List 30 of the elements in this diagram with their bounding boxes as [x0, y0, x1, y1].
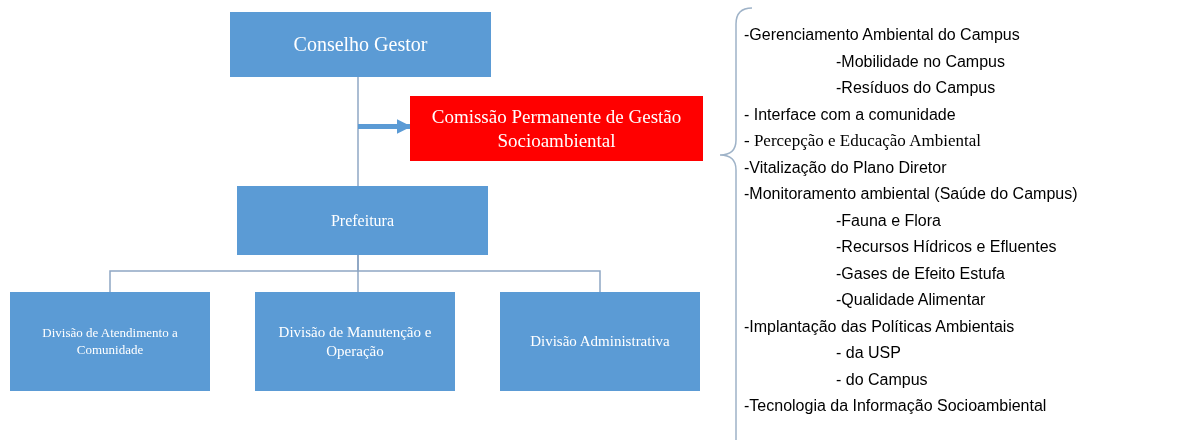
list-item: - Percepção e Educação Ambiental: [744, 130, 982, 152]
connector-line: [357, 254, 601, 293]
org-box: [230, 12, 491, 77]
list-item: -Mobilidade no Campus: [835, 51, 1006, 72]
list-item: -Qualidade Alimentar: [835, 290, 987, 310]
box-label: Divisão de Atendimento a Comunidade: [41, 325, 179, 358]
org-box: [237, 186, 488, 255]
list-item: -Gases de Efeito Estufa: [835, 263, 1006, 284]
list-item: -Implantação das Políticas Ambientais: [744, 316, 1016, 337]
list-item: - do Campus: [835, 369, 929, 390]
org-box: [500, 292, 700, 391]
list-item: -Gerenciamento Ambiental do Campus: [744, 25, 1021, 45]
list-item: -Monitoramento ambiental (Saúde do Campus): [744, 184, 1078, 204]
box-label: Divisão de Manutenção e Operação: [277, 322, 433, 361]
list-item: - Interface com a comunidade: [744, 104, 957, 125]
list-item: -Tecnologia da Informação Socioambiental: [744, 396, 1048, 416]
box-label: Prefeitura: [330, 210, 395, 231]
org-box: [410, 96, 703, 161]
box-label: Comissão Permanente de Gestão Socioambiental: [430, 104, 683, 153]
list-item: -Recursos Hídricos e Efluentes: [835, 237, 1058, 257]
org-box: [255, 292, 455, 391]
connector-line: [357, 76, 359, 187]
list-item: - da USP: [835, 343, 902, 363]
arrow: [358, 119, 412, 134]
list-item: -Resíduos do Campus: [835, 78, 997, 98]
list-item: -Fauna e Flora: [835, 210, 942, 231]
box-label: Divisão Administrativa: [530, 332, 670, 351]
org-box: [10, 292, 210, 391]
box-label: Conselho Gestor: [293, 32, 428, 57]
list-item: -Vitalização do Plano Diretor: [744, 157, 948, 178]
